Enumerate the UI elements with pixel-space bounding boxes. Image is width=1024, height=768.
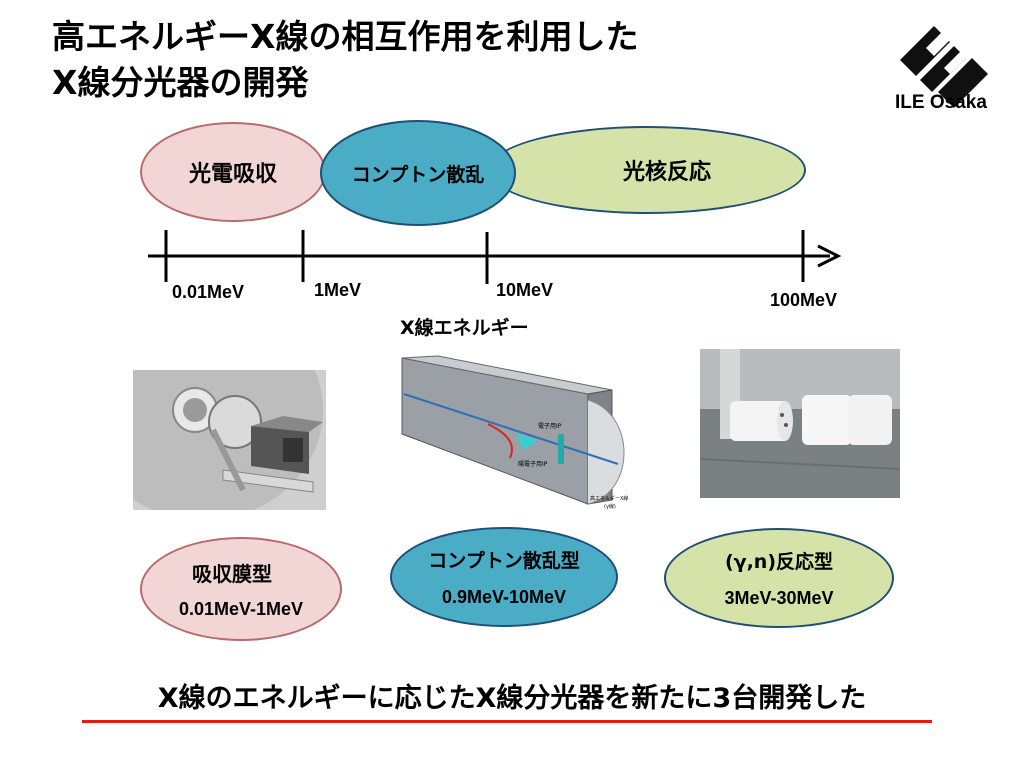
absorption-film-type-name: 吸収膜型 [192,562,272,586]
compton-scattering-type-range: 0.9MeV-10MeV [441,587,567,607]
photonuclear-reaction-label: 光核反応 [622,160,711,185]
summary-text: X線のエネルギーに応じたX線分光器を新たに3台開発した [157,683,867,714]
photoelectric-absorption-label: 光電吸収 [188,162,277,187]
slide-title: 高エネルギーX線の相互作用を利用した X線分光器の開発 [52,14,638,106]
summary-underline [82,720,932,723]
photoelectric-absorption-ellipse: 光電吸収 [140,122,326,222]
tick-label: 0.01MeV [172,282,245,302]
compton-scattering-ellipse: コンプトン散乱 [320,120,516,226]
photonuclear-reaction-ellipse: 光核反応 [488,126,806,214]
absorption-spectrometer-photo [133,370,326,510]
compton-scattering-type-name: コンプトン散乱型 [428,550,580,572]
compton-scattering-label: コンプトン散乱 [351,163,485,186]
title-line-1: 高エネルギーX線の相互作用を利用した [52,17,639,56]
gamma-n-reaction-type-range: 3MeV-30MeV [724,588,834,608]
photonuclear-activation-samples-photo [700,349,900,498]
ile-logo-icon [900,26,988,108]
logo-text: ILE Osaka [895,92,987,113]
tick-label: 10MeV [496,280,554,300]
axis-label: X線エネルギー [400,317,529,339]
gamma-n-reaction-type-ellipse: (γ,n)反応型 3MeV-30MeV [664,528,894,628]
tick-label: 100MeV [770,290,838,310]
title-line-2: X線分光器の開発 [52,63,309,102]
positron-ip-label: 陽電子用IP [518,460,548,468]
xray-beam-label: 高エネルギーX線 [590,495,628,502]
gamma-n-reaction-type-name: (γ,n)反応型 [724,551,834,573]
compton-spectrometer-diagram: 電子用IP 陽電子用IP 高エネルギーX線 (γ線) [398,354,652,514]
gamma-label: (γ線) [604,503,616,510]
compton-scattering-type-ellipse: コンプトン散乱型 0.9MeV-10MeV [390,527,618,627]
tick-label: 1MeV [314,280,362,300]
absorption-film-type-range: 0.01MeV-1MeV [178,599,304,619]
electron-ip-label: 電子用IP [538,423,562,430]
absorption-film-type-ellipse: 吸収膜型 0.01MeV-1MeV [140,537,342,641]
